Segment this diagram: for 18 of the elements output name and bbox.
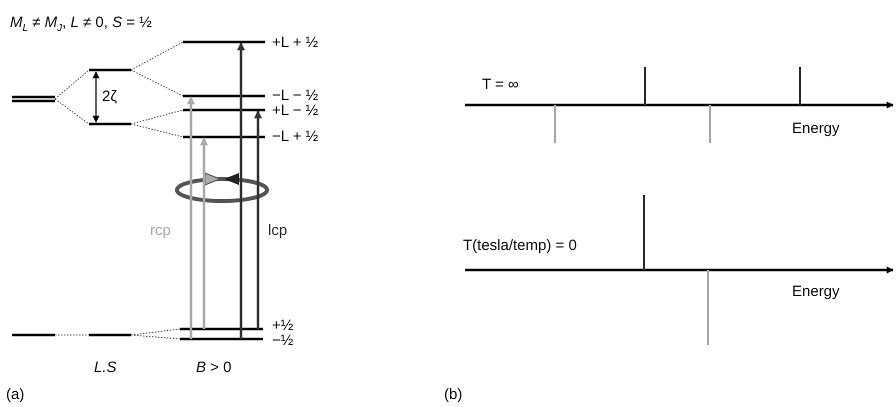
level-label: −½: [272, 332, 294, 349]
splitting-label: 2ζ: [102, 88, 117, 105]
level-label: −L − ½: [272, 87, 318, 104]
axis-label: B > 0: [196, 359, 232, 376]
polarization-label: lcp: [268, 222, 288, 239]
axis-label: Energy: [792, 120, 840, 137]
spectrum-label: T = ∞: [482, 76, 519, 93]
level-label: +L − ½: [272, 102, 318, 119]
level-label: −L + ½: [272, 128, 318, 145]
level-label: +L + ½: [272, 34, 318, 51]
axis-label: L.S: [94, 359, 117, 376]
formula-label: M$_{L}$ ≠ M$_{J}$, L ≠ 0, S = ½: [10, 14, 152, 36]
spectrum-label: T(tesla/temp) = 0: [463, 237, 577, 254]
panel-label: (a): [6, 386, 24, 403]
level-label: +½: [272, 317, 294, 334]
polarization-label: rcp: [150, 222, 171, 239]
axis-label: Energy: [792, 283, 840, 300]
panel-label: (b): [444, 386, 462, 403]
